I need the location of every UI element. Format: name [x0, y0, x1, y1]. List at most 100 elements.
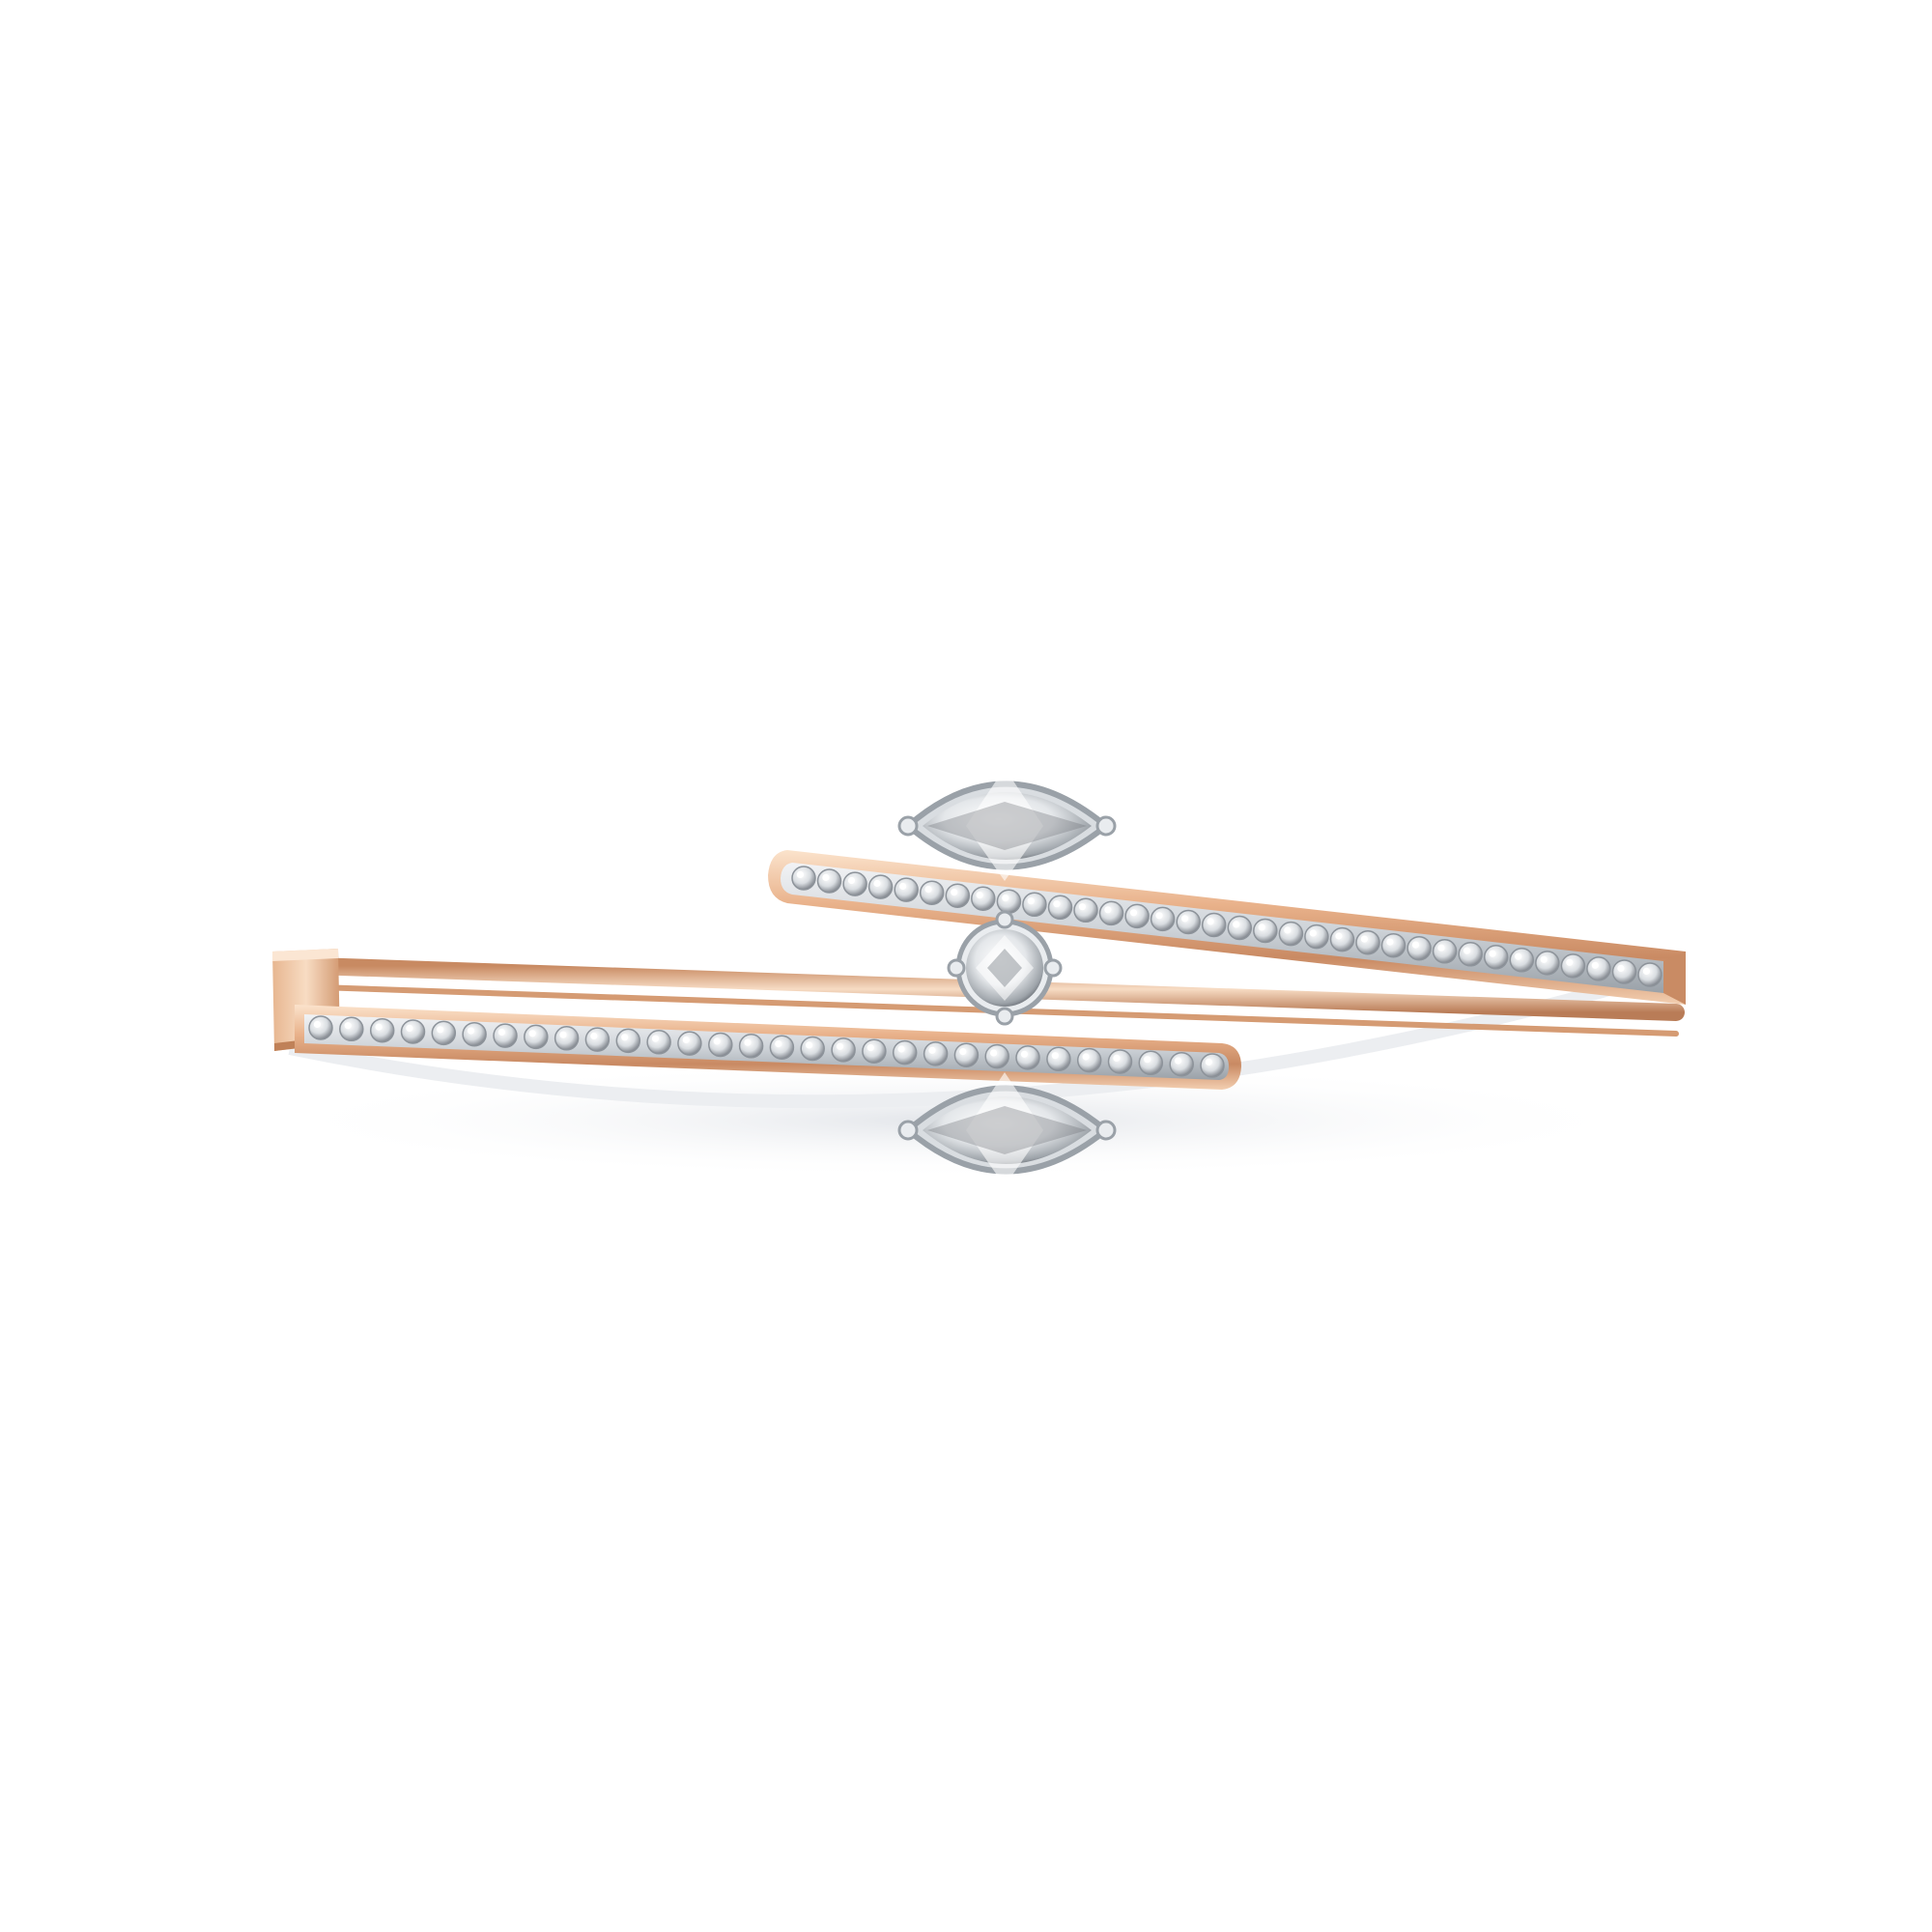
upper-pave-stone [1483, 945, 1509, 970]
upper-pave-stone [1278, 921, 1304, 947]
upper-pave-stone [1201, 912, 1227, 938]
upper-pave-stone-sparkle [1002, 895, 1009, 902]
lower-pave-stone [862, 1038, 887, 1064]
upper-pave-stone [1047, 895, 1073, 921]
upper-pave-stone [1329, 926, 1355, 952]
upper-pave-stone [1509, 948, 1535, 973]
lower-pave-stone-sparkle [590, 1032, 598, 1040]
upper-pave-stone-sparkle [1181, 915, 1189, 923]
upper-pave-stone-sparkle [1617, 964, 1625, 973]
upper-pave-stone [1073, 897, 1098, 923]
lower-pave-stone [584, 1027, 611, 1052]
lower-pave-stone-sparkle [867, 1044, 874, 1052]
lower-pave-stone-sparkle [959, 1048, 967, 1056]
lower-pave-stone [677, 1031, 702, 1056]
lower-pave-stone-sparkle [497, 1028, 506, 1037]
upper-pave-stone [1098, 900, 1124, 926]
upper-pave-stone [1022, 892, 1047, 918]
upper-pave-stone [1150, 906, 1176, 932]
lower-pave-stone-sparkle [990, 1049, 998, 1057]
upper-pave-stone-sparkle [1335, 932, 1343, 940]
lower-pave-stone [369, 1017, 395, 1043]
upper-pave-stone-sparkle [1489, 950, 1496, 957]
upper-pave-stone-sparkle [1258, 923, 1265, 931]
marquise-diamond-top [897, 768, 1117, 881]
lower-pave-stone [953, 1042, 980, 1067]
round-diamond-center [947, 910, 1063, 1026]
upper-pave-stone-sparkle [899, 882, 907, 891]
lower-pave-stone-sparkle [928, 1046, 936, 1054]
lower-pave-stone-sparkle [406, 1024, 413, 1032]
lower-pave-stone-sparkle [897, 1045, 905, 1053]
upper-pave-stone [894, 877, 919, 902]
lower-pave-stone [738, 1034, 764, 1059]
upper-pave-stone [1227, 915, 1253, 941]
lower-pave-stone-sparkle [682, 1036, 690, 1044]
upper-pave-stone [1124, 903, 1150, 929]
upper-pave-stone-sparkle [1233, 921, 1240, 928]
lower-pave-stone [1169, 1051, 1194, 1077]
upper-pave-stone-sparkle [873, 879, 881, 888]
lower-pave-stone-sparkle [775, 1040, 782, 1048]
lower-pave-stone-sparkle [621, 1034, 629, 1041]
lower-pave-stone [1076, 1047, 1102, 1073]
lower-pave-stone-sparkle [467, 1027, 475, 1035]
lower-pave-stone [646, 1030, 671, 1055]
upper-pave-bar [768, 850, 1686, 1005]
upper-pave-stone-sparkle [1566, 958, 1574, 966]
lower-pave-stone [923, 1041, 949, 1066]
lower-pave-stone-sparkle [806, 1041, 813, 1049]
lower-pave-stone [1015, 1045, 1040, 1070]
upper-pave-stone [1637, 962, 1662, 987]
upper-pave-stone-sparkle [1360, 935, 1368, 943]
upper-pave-stone [971, 886, 996, 911]
upper-pave-stone-sparkle [1027, 897, 1035, 905]
upper-pave-stone [1355, 929, 1380, 955]
lower-pave-stone-sparkle [559, 1031, 567, 1038]
lower-pave-stone [462, 1021, 487, 1047]
upper-pave-stone-sparkle [796, 870, 805, 879]
lower-pave-stone [1046, 1046, 1071, 1072]
lower-pave-stone-sparkle [1205, 1058, 1212, 1065]
upper-pave-stone-sparkle [1591, 961, 1599, 969]
lower-pave-stone [615, 1028, 641, 1054]
lower-pave-stone [708, 1032, 733, 1058]
lower-pave-stone-sparkle [1144, 1056, 1151, 1064]
lower-pave-stone-sparkle [713, 1037, 721, 1045]
lower-pave-stone [1107, 1049, 1133, 1074]
lower-pave-bar [295, 1005, 1241, 1090]
upper-pave-stone-sparkle [1463, 947, 1471, 954]
upper-pave-stone [945, 883, 971, 908]
lower-pave-stone [1138, 1050, 1164, 1076]
lower-pave-stone-sparkle [375, 1023, 383, 1031]
upper-pave-stone-sparkle [1284, 926, 1292, 934]
upper-pave-stone-sparkle [1053, 900, 1061, 908]
lower-pave-stone-sparkle [836, 1042, 844, 1050]
lower-pave-stone-sparkle [651, 1035, 660, 1042]
upper-pave-stone [816, 868, 842, 894]
lower-pave-stone [800, 1036, 825, 1062]
lower-pave-stone [339, 1016, 364, 1042]
lower-pave-stone [524, 1024, 549, 1050]
lower-pave-stone [1200, 1053, 1225, 1078]
upper-pave-stone-sparkle [1309, 929, 1317, 937]
upper-pave-stone-sparkle [924, 886, 932, 894]
upper-pave-stone-sparkle [1104, 906, 1112, 914]
upper-pave-stone [1458, 942, 1483, 967]
upper-pave-stone-sparkle [1642, 967, 1650, 976]
lower-pave-stone-sparkle [528, 1030, 536, 1037]
lower-pave-stone [554, 1026, 580, 1051]
upper-pave-stone-sparkle [951, 889, 958, 896]
upper-pave-stone [867, 874, 894, 899]
lower-pave-stone-sparkle [1113, 1054, 1121, 1062]
lower-pave-stone [493, 1023, 518, 1048]
upper-pave-stone-sparkle [1207, 918, 1214, 925]
lower-pave-stone-sparkle [313, 1020, 321, 1028]
upper-pave-stone-sparkle [1155, 912, 1163, 920]
upper-pave-stone-sparkle [1386, 938, 1394, 946]
upper-pave-stone [1176, 909, 1201, 935]
lower-pave-stone [892, 1039, 918, 1065]
upper-pave-stone [919, 880, 945, 905]
upper-pave-stone [1560, 953, 1586, 979]
